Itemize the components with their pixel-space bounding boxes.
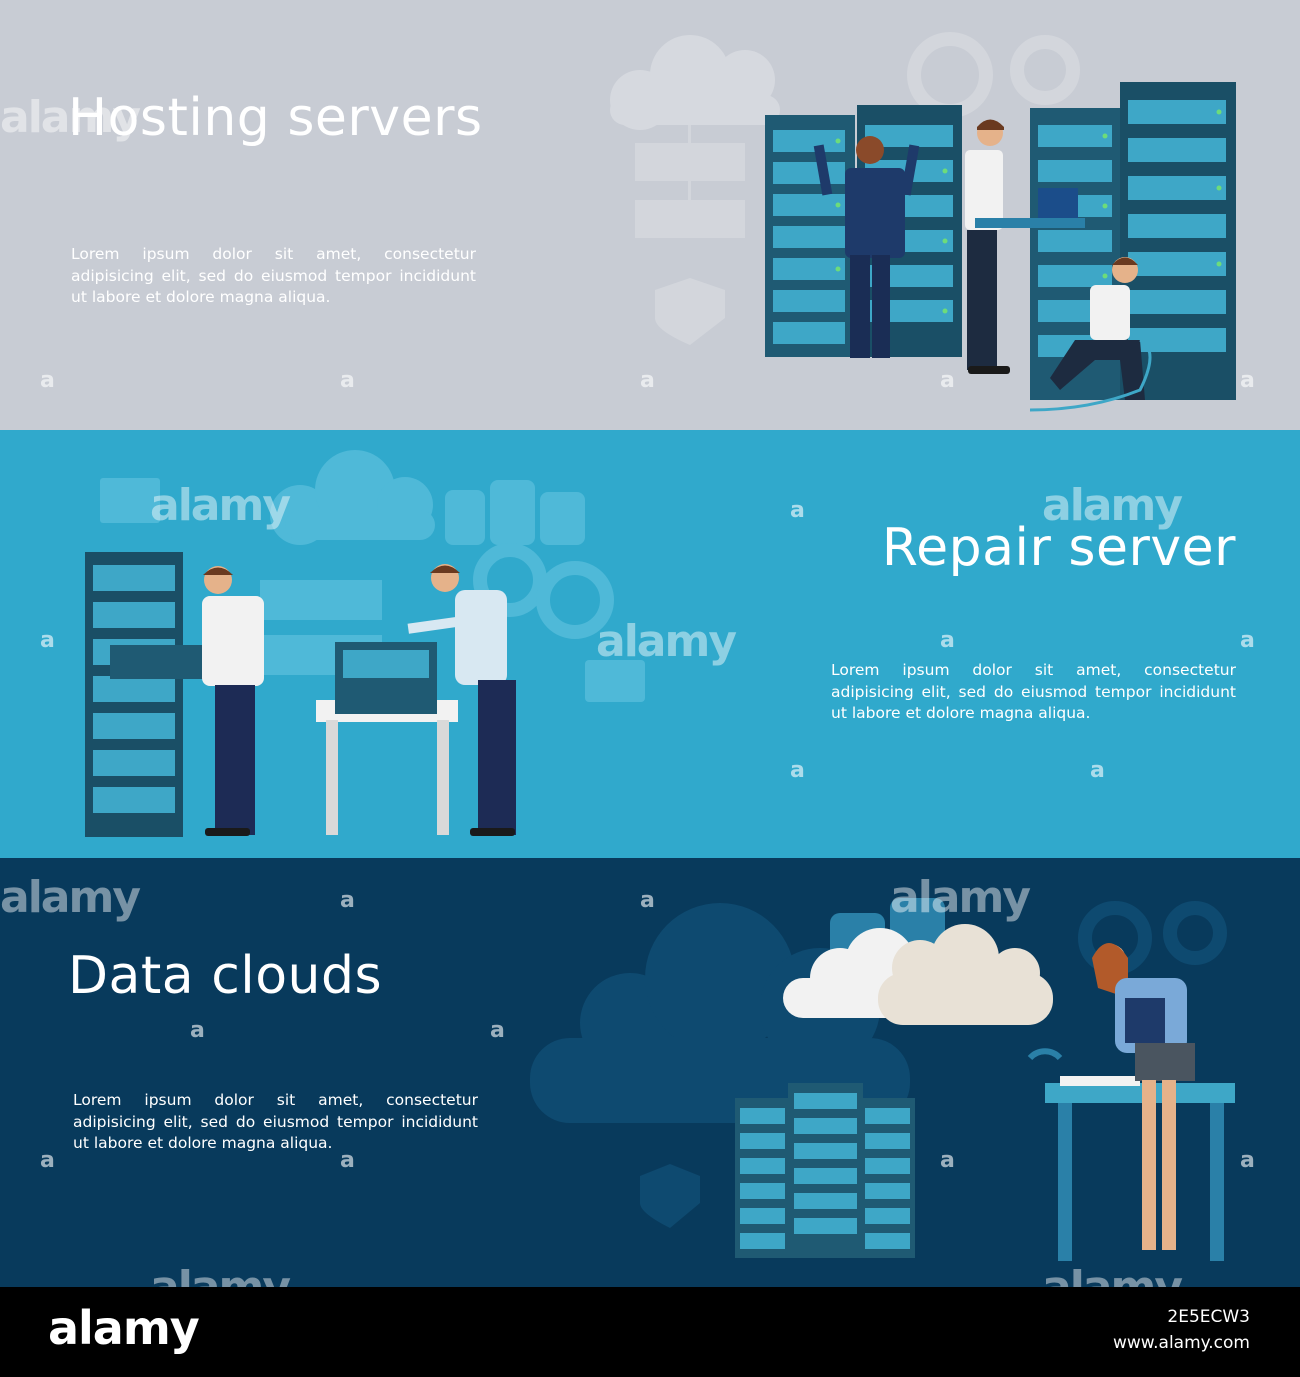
banner-hosting-servers: Hosting servers Lorem ipsum dolor sit am… <box>0 0 1300 430</box>
technician-back-view <box>813 136 920 358</box>
technician-kneeling <box>1029 257 1152 412</box>
description-line: adipisicing elit, sed do eiusmod tempor … <box>831 682 1236 701</box>
server-status-leds <box>835 109 1222 314</box>
background-gear-icons <box>907 32 1080 118</box>
server-rack <box>85 552 230 837</box>
beige-cloud-icon <box>878 924 1053 1025</box>
wifi-icon <box>1027 1048 1063 1061</box>
banner-title: Hosting servers <box>68 88 483 148</box>
work-table <box>316 642 458 835</box>
description-line: adipisicing elit, sed do eiusmod tempor … <box>73 1112 478 1131</box>
site-url: www.alamy.com <box>1112 1333 1250 1353</box>
alamy-logo: alamy <box>48 1301 200 1355</box>
server-slots <box>740 1093 910 1249</box>
technician-repairing-server <box>407 564 516 836</box>
banner-title: Data clouds <box>68 946 383 1006</box>
technician-pulling-server <box>202 566 264 836</box>
woman-with-folder <box>1092 943 1195 1250</box>
technician-with-laptop <box>965 119 1085 374</box>
banner-repair-server: Repair server Lorem ipsum dolor sit amet… <box>0 430 1300 858</box>
banner-description: Lorem ipsum dolor sit amet, consectetur … <box>831 660 1236 725</box>
background-gear-icons <box>473 543 614 639</box>
hosting-servers-illustration <box>610 32 1236 412</box>
banner-data-clouds: Data clouds Lorem ipsum dolor sit amet, … <box>0 858 1300 1287</box>
office-desk <box>1045 1076 1235 1261</box>
background-shield-icon <box>640 1164 700 1228</box>
data-clouds-illustration <box>530 898 1235 1261</box>
watermark-footer: alamy 2E5ECW3 www.alamy.com <box>0 1287 1300 1377</box>
description-line: ut labore et dolore magna aliqua. <box>73 1134 333 1152</box>
description-line: adipisicing elit, sed do eiusmod tempor … <box>71 266 476 285</box>
background-cloud-icon <box>610 35 780 130</box>
repair-server-illustration <box>85 450 645 837</box>
banner-description: Lorem ipsum dolor sit amet, consectetur … <box>71 244 476 309</box>
background-shield-icon <box>655 278 725 345</box>
description-line: Lorem ipsum dolor sit amet, consectetur <box>831 661 1236 679</box>
description-line: ut labore et dolore magna aliqua. <box>71 288 331 306</box>
banner-title: Repair server <box>881 518 1236 578</box>
background-flow-boxes <box>635 125 745 238</box>
description-line: ut labore et dolore magna aliqua. <box>831 704 1091 722</box>
description-line: Lorem ipsum dolor sit amet, consectetur <box>71 245 476 263</box>
description-line: Lorem ipsum dolor sit amet, consectetur <box>73 1091 478 1109</box>
image-id: 2E5ECW3 <box>1167 1307 1250 1327</box>
banner-description: Lorem ipsum dolor sit amet, consectetur … <box>73 1090 478 1155</box>
